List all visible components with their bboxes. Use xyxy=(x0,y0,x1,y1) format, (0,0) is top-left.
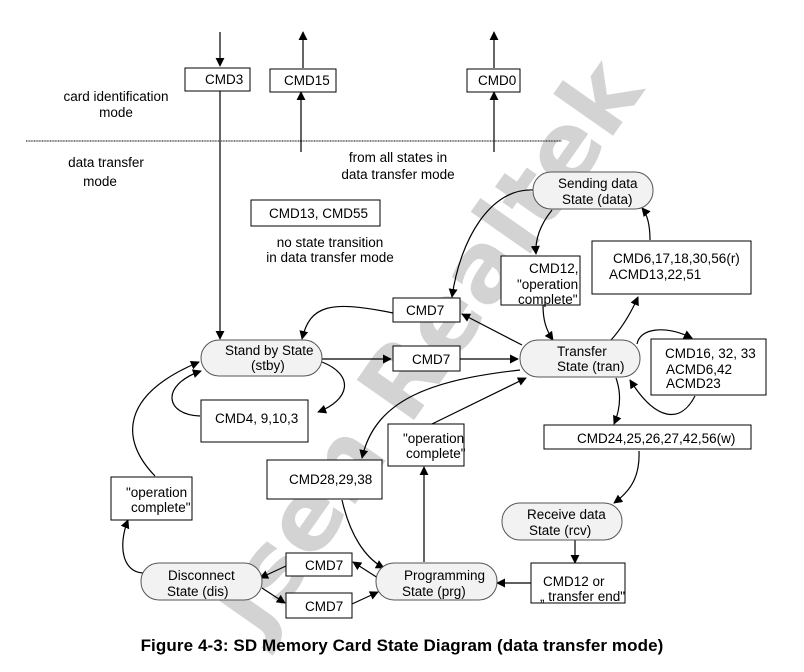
edge-dis-to-opcomplete xyxy=(120,519,144,574)
state-label: State (data) xyxy=(562,192,633,207)
state-label: State (rcv) xyxy=(529,523,591,538)
cmd-label: CMD7 xyxy=(406,303,444,318)
state-standby: Stand by State (stby) xyxy=(200,339,323,377)
edge-tran-to-write xyxy=(613,377,622,425)
cmd7-prg-to-dis-box: CMD7 xyxy=(285,552,353,577)
mode-label-line: mode xyxy=(99,105,133,120)
cmd-label: CMD4, 9,10,3 xyxy=(215,411,298,426)
cmd-label: "operation xyxy=(126,485,187,500)
cmd-label: ACMD23 xyxy=(666,376,721,391)
cmd15-box: CMD15 xyxy=(269,68,337,93)
edge-tran-to-cmd7 xyxy=(461,313,523,346)
operation-complete-prg-box: "operation complete" xyxy=(387,423,466,467)
cmd-label: CMD12 or xyxy=(543,574,605,589)
cmd-label: ACMD6,42 xyxy=(666,362,732,377)
edge-tran-to-read xyxy=(610,296,639,341)
cmd-label: CMD12, xyxy=(529,261,579,276)
edge-cmd7-to-dis xyxy=(259,565,287,579)
cmd-label: complete" xyxy=(518,292,578,307)
edge-cmd28-to-prg xyxy=(341,499,385,569)
cmd-label: CMD13, CMD55 xyxy=(269,206,368,221)
edge-dis-to-cmd7 xyxy=(261,587,286,604)
cmd-label: „ transfer end" xyxy=(540,589,625,604)
cmd-label: complete" xyxy=(131,500,191,515)
mode-label-line: card identification xyxy=(63,89,168,104)
mode-label-line: mode xyxy=(83,174,117,189)
figure-caption: Figure 4-3: SD Memory Card State Diagram… xyxy=(140,636,664,655)
edge-data-to-cmd12 xyxy=(530,209,553,255)
note-line: no state transition xyxy=(277,235,384,250)
edge-cmd4-to-stby xyxy=(171,369,202,417)
edge-stby-to-cmd4 xyxy=(317,361,345,414)
edge-cmd12-to-tran xyxy=(542,304,554,341)
from-all-states-note: from all states in data transfer mode xyxy=(341,150,454,182)
edge-cmd7-to-prg xyxy=(351,591,379,605)
state-label: State (dis) xyxy=(167,584,229,599)
edge-loop-to-tran xyxy=(629,379,696,415)
cmd0-box: CMD0 xyxy=(466,68,521,93)
cmd4-9-10-3-box: CMD4, 9,10,3 xyxy=(200,399,309,443)
cmd-label: "operation xyxy=(517,277,578,292)
edge-tran-to-cmd28 xyxy=(359,369,521,459)
read-commands-box: CMD6,17,18,30,56(r) ACMD13,22,51 xyxy=(591,240,752,295)
state-label: Disconnect xyxy=(168,568,235,583)
state-transfer: Transfer State (tran) xyxy=(519,339,641,378)
state-label: State (prg) xyxy=(402,584,466,599)
state-programming: Programming State (prg) xyxy=(375,562,498,601)
card-identification-mode-label: card identification mode xyxy=(63,89,168,120)
no-state-transition-note: no state transition in data transfer mod… xyxy=(266,235,394,265)
operation-complete-dis-box: "operation complete" xyxy=(110,476,193,521)
cmd28-29-38-box: CMD28,29,38 xyxy=(266,459,383,500)
cmd-label: CMD6,17,18,30,56(r) xyxy=(613,251,740,266)
edges xyxy=(120,31,696,605)
cmd-label: CMD7 xyxy=(305,558,343,573)
note-line: from all states in xyxy=(349,150,447,165)
state-label: Programming xyxy=(404,568,485,583)
state-label: State (tran) xyxy=(557,359,625,374)
cmd-label: CMD16, 32, 33 xyxy=(665,346,756,361)
command-boxes: CMD3 CMD15 CMD0 CMD13, CMD55 CMD7 CMD7 C… xyxy=(110,67,767,619)
edge-tran-to-loop xyxy=(636,329,693,345)
edge-data-to-cmd7 xyxy=(448,189,534,298)
cmd12-or-transfer-end-box: CMD12 or „ transfer end" xyxy=(530,562,626,604)
edge-read-to-data xyxy=(641,207,651,241)
edge-opcomplete-to-tran xyxy=(431,377,527,425)
cmd-label: CMD28,29,38 xyxy=(289,472,372,487)
cmd7-stby-to-tran-box: CMD7 xyxy=(392,345,461,372)
write-commands-box: CMD24,25,26,27,42,56(w) xyxy=(543,424,752,450)
state-label: Stand by State xyxy=(225,343,314,358)
state-receive-data: Receive data State (rcv) xyxy=(501,502,623,541)
states: Stand by State (stby) Transfer State (tr… xyxy=(140,171,654,601)
cmd-label: CMD0 xyxy=(478,73,516,88)
cmd-label: CMD7 xyxy=(305,599,343,614)
data-transfer-mode-label: data transfer mode xyxy=(68,155,144,189)
cmd-label: CMD3 xyxy=(205,72,243,87)
edge-opcomplete-to-stby xyxy=(132,360,200,477)
cmd-label: "operation xyxy=(403,431,464,446)
note-line: data transfer mode xyxy=(341,167,454,182)
cmd-label: ACMD13,22,51 xyxy=(609,267,701,282)
state-label: Transfer xyxy=(557,344,607,359)
cmd7-dis-to-prg-box: CMD7 xyxy=(285,592,353,619)
note-line: in data transfer mode xyxy=(266,250,394,265)
cmd-label: CMD7 xyxy=(412,352,450,367)
cmd3-box: CMD3 xyxy=(184,67,251,92)
edge-write-to-rcv xyxy=(613,450,640,504)
state-label: Receive data xyxy=(527,507,606,522)
edge-cmd7-to-stby xyxy=(299,305,394,340)
cmd-label: CMD24,25,26,27,42,56(w) xyxy=(577,431,735,446)
state-sending-data: Sending data State (data) xyxy=(532,171,654,210)
cmd-label: CMD15 xyxy=(284,73,330,88)
cmd7-tran-to-stby-box: CMD7 xyxy=(392,297,461,323)
state-label: (stby) xyxy=(251,358,285,373)
tran-loop-commands-box: CMD16, 32, 33 ACMD6,42 ACMD23 xyxy=(650,338,767,396)
state-disconnect: Disconnect State (dis) xyxy=(140,562,263,601)
state-label: Sending data xyxy=(558,176,638,191)
cmd-label: complete" xyxy=(406,446,466,461)
mode-label-line: data transfer xyxy=(68,155,144,170)
edge-prg-to-cmd7 xyxy=(352,561,379,579)
cmd13-cmd55-box: CMD13, CMD55 xyxy=(250,199,381,227)
cmd12-operation-complete-box: CMD12, "operation complete" xyxy=(500,255,581,307)
